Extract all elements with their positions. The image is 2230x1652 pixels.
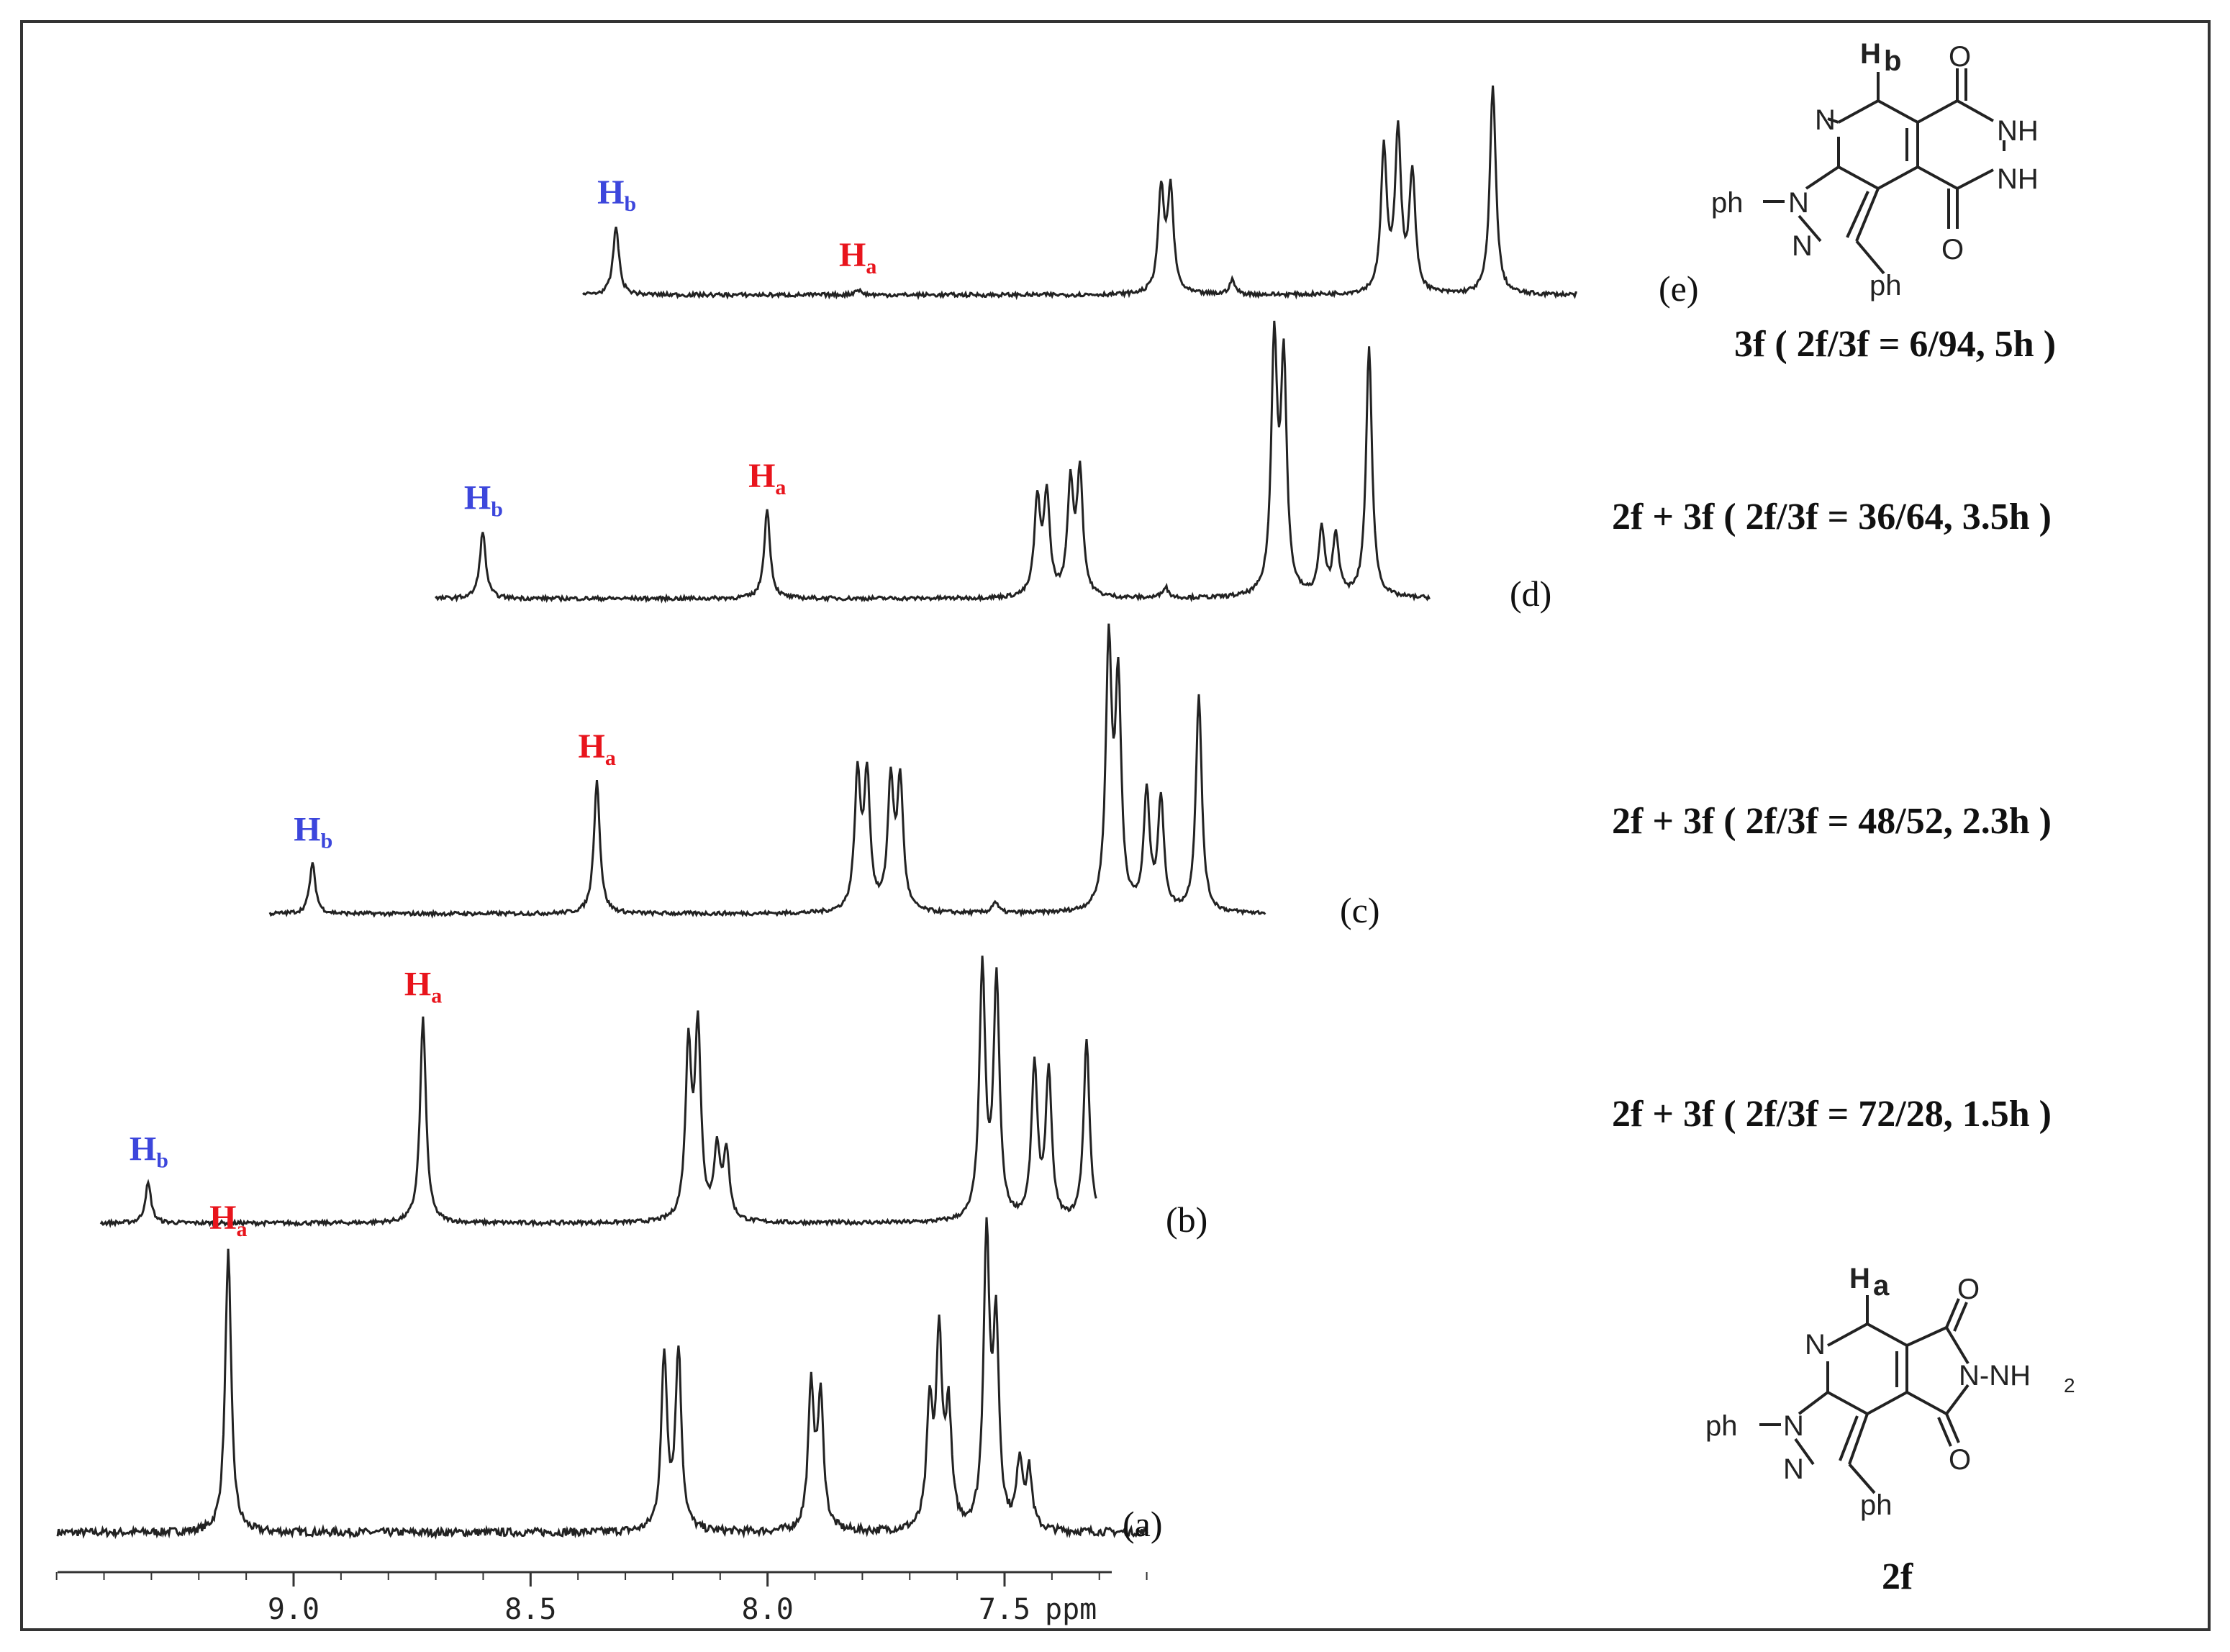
peak-label-subscript: b — [624, 192, 636, 216]
peak-label-subscript: b — [491, 498, 503, 522]
bond — [1848, 1413, 1869, 1465]
trace-tag-e: (e) — [1659, 268, 1699, 309]
bond — [1805, 165, 1840, 190]
bond — [1794, 1438, 1815, 1466]
bond — [1839, 1415, 1859, 1461]
bond — [1906, 1391, 1947, 1415]
atom-label: NH — [1997, 163, 2039, 195]
peak-label-subscript: b — [321, 830, 333, 853]
bond — [1945, 1413, 1960, 1443]
atom-label: N — [1783, 1410, 1804, 1442]
caption-d: 2f + 3f ( 2f/3f = 36/64, 3.5h ) — [1612, 496, 2052, 537]
x-tick-label: 8.5 — [504, 1593, 556, 1626]
peak-label-subscript: a — [866, 255, 876, 278]
bond — [1957, 99, 1994, 122]
spectrum-trace-b — [99, 956, 1097, 1228]
bond — [1945, 1326, 1970, 1365]
peak-label-subscript: a — [431, 984, 442, 1008]
bond — [1798, 1391, 1829, 1415]
atom-label: ph — [1869, 270, 1902, 301]
atom-ha-main: H — [1849, 1263, 1870, 1294]
bond — [1827, 1322, 1868, 1347]
spectrum-trace-e — [581, 85, 1577, 301]
caption-b: 2f + 3f ( 2f/3f = 72/28, 1.5h ) — [1612, 1094, 2052, 1135]
atom-hb-sub: b — [1884, 45, 1901, 77]
structure-2f-atoms: N N-NH 2 O O ph N N ph H a — [1705, 1263, 2075, 1521]
bond — [1917, 165, 1958, 190]
atom-label: N — [1792, 230, 1813, 262]
x-axis: 9.0 8.5 8.0 7.5 ppm — [55, 1571, 1148, 1626]
bond — [1906, 1326, 1947, 1347]
trace-tag-d: (d) — [1510, 573, 1551, 614]
bond — [1848, 1463, 1876, 1494]
bond — [1838, 165, 1879, 190]
peak-label-subscript: b — [156, 1149, 168, 1173]
x-tick-label: 9.0 — [268, 1593, 319, 1626]
atom-label: O — [1949, 41, 1971, 73]
bond — [1917, 99, 1958, 124]
atom-label: ph — [1705, 1410, 1738, 1442]
bond — [1957, 168, 1994, 190]
bond — [1846, 191, 1869, 238]
x-tick-label: 7.5 — [979, 1593, 1030, 1626]
bond — [1838, 99, 1879, 124]
bond — [1867, 1322, 1908, 1347]
atom-hb-main: H — [1860, 38, 1881, 70]
bond — [1827, 1391, 1868, 1415]
x-axis-unit: ppm — [1045, 1593, 1097, 1626]
bond — [1798, 214, 1822, 242]
atom-label: ph — [1860, 1489, 1893, 1521]
trace-tag-a: (a) — [1123, 1504, 1163, 1544]
spectrum-trace-a — [56, 1217, 1148, 1540]
atom-label: N — [1805, 1329, 1826, 1361]
atom-label: N — [1783, 1453, 1804, 1485]
bond — [1945, 1298, 1960, 1328]
trace-tag-c: (c) — [1340, 890, 1380, 930]
bond — [1945, 1384, 1970, 1415]
bond — [1827, 117, 1839, 124]
atom-label: N — [1815, 104, 1836, 136]
bond — [1855, 188, 1880, 242]
spectra — [56, 85, 1577, 1540]
atom-label: ph — [1711, 187, 1744, 219]
bond — [1877, 99, 1918, 124]
structure-2f — [1759, 1295, 1970, 1494]
atom-label: NH — [1997, 115, 2039, 147]
bond — [1867, 1391, 1908, 1415]
atom-label: 2 — [2064, 1374, 2075, 1397]
peak-label-subscript: a — [605, 746, 616, 770]
spectrum-trace-c — [268, 623, 1266, 919]
atom-label: N — [1788, 187, 1809, 219]
trace-tag-b: (b) — [1166, 1199, 1207, 1240]
structure-3f-atoms: N NH NH O O ph N N ph H b — [1711, 38, 2039, 301]
atom-label: O — [1949, 1444, 1971, 1476]
bond — [1877, 165, 1918, 190]
spectrum-trace-d — [435, 320, 1431, 604]
atom-ha-sub: a — [1873, 1270, 1890, 1302]
caption-c: 2f + 3f ( 2f/3f = 48/52, 2.3h ) — [1612, 801, 2052, 842]
bond — [1937, 1417, 1952, 1447]
x-ticks: 9.0 8.5 8.0 7.5 — [55, 1572, 1148, 1626]
figure-frame — [20, 20, 2211, 1631]
structure-3f — [1763, 68, 2005, 275]
atom-label: O — [1941, 234, 1964, 266]
x-tick-label: 8.0 — [742, 1593, 794, 1626]
atom-label: O — [1957, 1274, 1980, 1305]
caption-e: 3f ( 2f/3f = 6/94, 5h ) — [1734, 324, 2056, 365]
bond — [1953, 1302, 1968, 1332]
peak-label-subscript: a — [236, 1217, 247, 1241]
bond — [1855, 240, 1885, 275]
atom-label: N-NH — [1959, 1360, 2031, 1392]
peak-label-subscript: a — [775, 476, 786, 499]
caption-a: 2f — [1882, 1556, 1913, 1597]
